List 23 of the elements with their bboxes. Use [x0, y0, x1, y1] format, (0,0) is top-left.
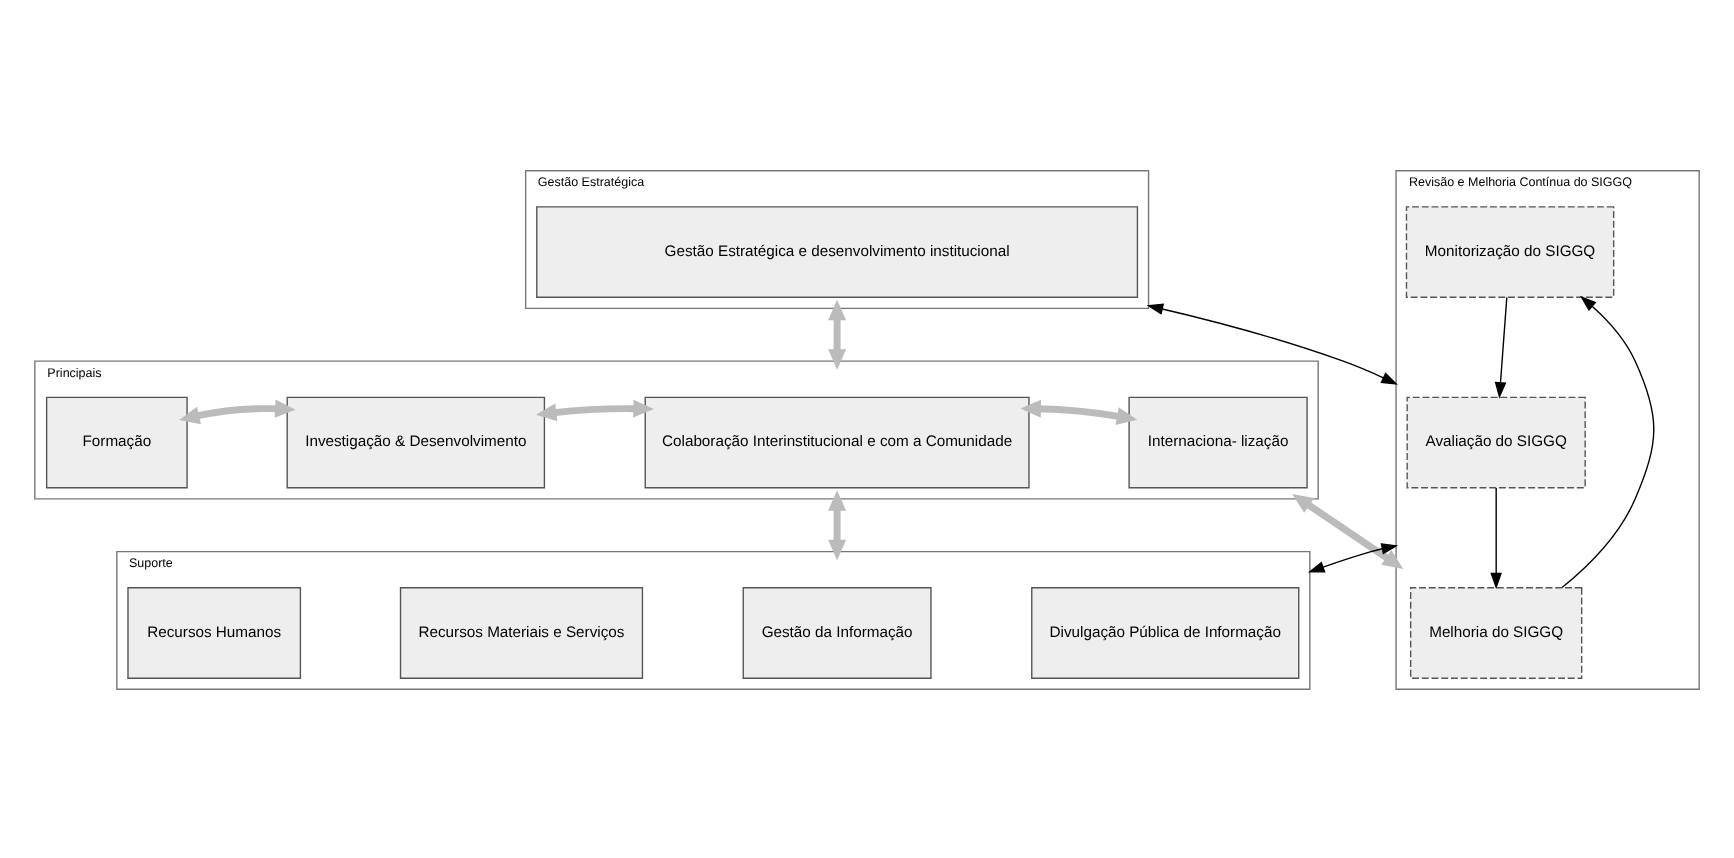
node-box: Divulgação Pública de Informação — [1031, 586, 1300, 678]
node-box: Gestão da Informação — [742, 586, 932, 678]
node-box: Monitorização do SIGGQ — [1405, 205, 1615, 297]
arrow — [1307, 542, 1399, 572]
arrow — [1494, 295, 1508, 398]
arrow — [179, 398, 296, 424]
node-box: Recursos Humanos — [127, 586, 302, 678]
arrow — [536, 398, 654, 421]
node-box: Avaliação do SIGGQ — [1406, 395, 1586, 488]
arrow — [828, 489, 847, 560]
arrow — [1561, 294, 1655, 588]
node-box: Investigação & Desenvolvimento — [286, 395, 546, 488]
arrow — [1146, 302, 1398, 384]
node-box: Colaboração Interinstitucional e com a Comunidade — [644, 395, 1030, 488]
node-box: Recursos Materiais e Serviços — [399, 586, 644, 678]
node-box: Melhoria do SIGGQ — [1409, 586, 1583, 678]
node-box: Formação — [45, 395, 188, 488]
node-box: Internaciona- lização — [1128, 395, 1308, 488]
arrow — [1020, 398, 1138, 424]
arrow — [1490, 486, 1502, 589]
node-box: Gestão Estratégica e desenvolvimento institucional — [536, 205, 1139, 297]
arrow — [1292, 492, 1404, 568]
arrow — [828, 298, 847, 369]
